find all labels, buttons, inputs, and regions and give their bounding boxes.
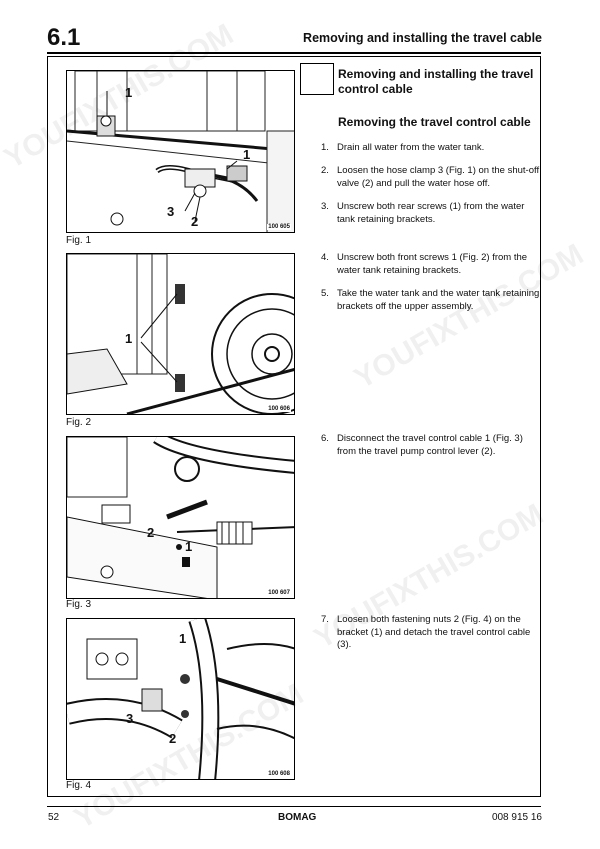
step-text: Take the water tank and the water tank r… [337,288,540,312]
callout-1: 1 [179,631,187,646]
step-number: 2. [321,165,329,176]
step-3: 3. Unscrew both rear screws (1) from the… [321,201,543,226]
step-number: 1. [321,142,329,153]
brand-name: BOMAG [278,812,317,823]
footer-rule [47,806,541,807]
section-marker-box [300,63,334,95]
figure-image-number: 100 608 [267,771,291,777]
content-frame [47,56,541,797]
callout-1: 1 [243,147,251,162]
section-number: 6.1 [47,24,81,51]
callout-1: 1 [125,331,133,346]
figure-1-image: 1 1 3 2 100 605 [66,70,295,233]
step-number: 7. [321,614,329,625]
callout-3: 3 [126,711,134,726]
page-number: 52 [48,812,60,823]
step-4: 4. Unscrew both front screws 1 (Fig. 2) … [321,252,543,277]
travel-cable-bracket-drawing [67,619,294,779]
step-text: Disconnect the travel control cable 1 (F… [337,433,523,457]
step-text: Loosen both fastening nuts 2 (Fig. 4) on… [337,614,531,650]
callout-2: 2 [169,731,177,746]
step-text: Loosen the hose clamp 3 (Fig. 1) on the … [337,165,540,189]
step-2: 2. Loosen the hose clamp 3 (Fig. 1) on t… [321,165,543,190]
step-number: 6. [321,433,329,444]
step-5: 5. Take the water tank and the water tan… [321,288,543,313]
page-header-title: Removing and installing the travel cable [303,31,542,45]
figure-caption: Fig. 3 [66,599,92,610]
step-text: Unscrew both front screws 1 (Fig. 2) fro… [337,252,528,276]
step-text: Drain all water from the water tank. [337,142,485,153]
callout-3: 3 [167,204,175,219]
document-number: 008 915 16 [491,812,542,823]
step-7: 7. Loosen both fastening nuts 2 (Fig. 4)… [321,614,543,652]
figure-2-image: 1 100 606 [66,253,295,415]
water-tank-shutoff-valve-drawing [67,71,294,232]
section-title: Removing and installing the travel contr… [338,67,534,96]
header-rule [47,52,541,54]
travel-pump-control-lever-drawing [67,437,294,598]
step-number: 3. [321,201,329,212]
figure-caption: Fig. 4 [66,780,92,791]
callout-2: 2 [191,214,199,229]
figure-caption: Fig. 2 [66,417,92,428]
callout-2: 2 [147,525,155,540]
subsection-title: Removing the travel control cable [338,115,531,129]
figure-caption: Fig. 1 [66,235,92,246]
figure-image-number: 100 607 [267,590,291,596]
step-6: 6. Disconnect the travel control cable 1… [321,433,543,458]
callout-1: 1 [125,85,133,100]
figure-4-image: 1 3 2 100 608 [66,618,295,780]
figure-image-number: 100 605 [267,224,291,230]
callout-1: 1 [185,539,193,554]
step-1: 1. Drain all water from the water tank. [321,142,543,155]
step-text: Unscrew both rear screws (1) from the wa… [337,201,525,225]
water-tank-front-screws-drawing [67,254,294,414]
figure-3-image: 2 1 100 607 [66,436,295,599]
step-number: 5. [321,288,329,299]
step-number: 4. [321,252,329,263]
figure-image-number: 100 606 [267,406,291,412]
